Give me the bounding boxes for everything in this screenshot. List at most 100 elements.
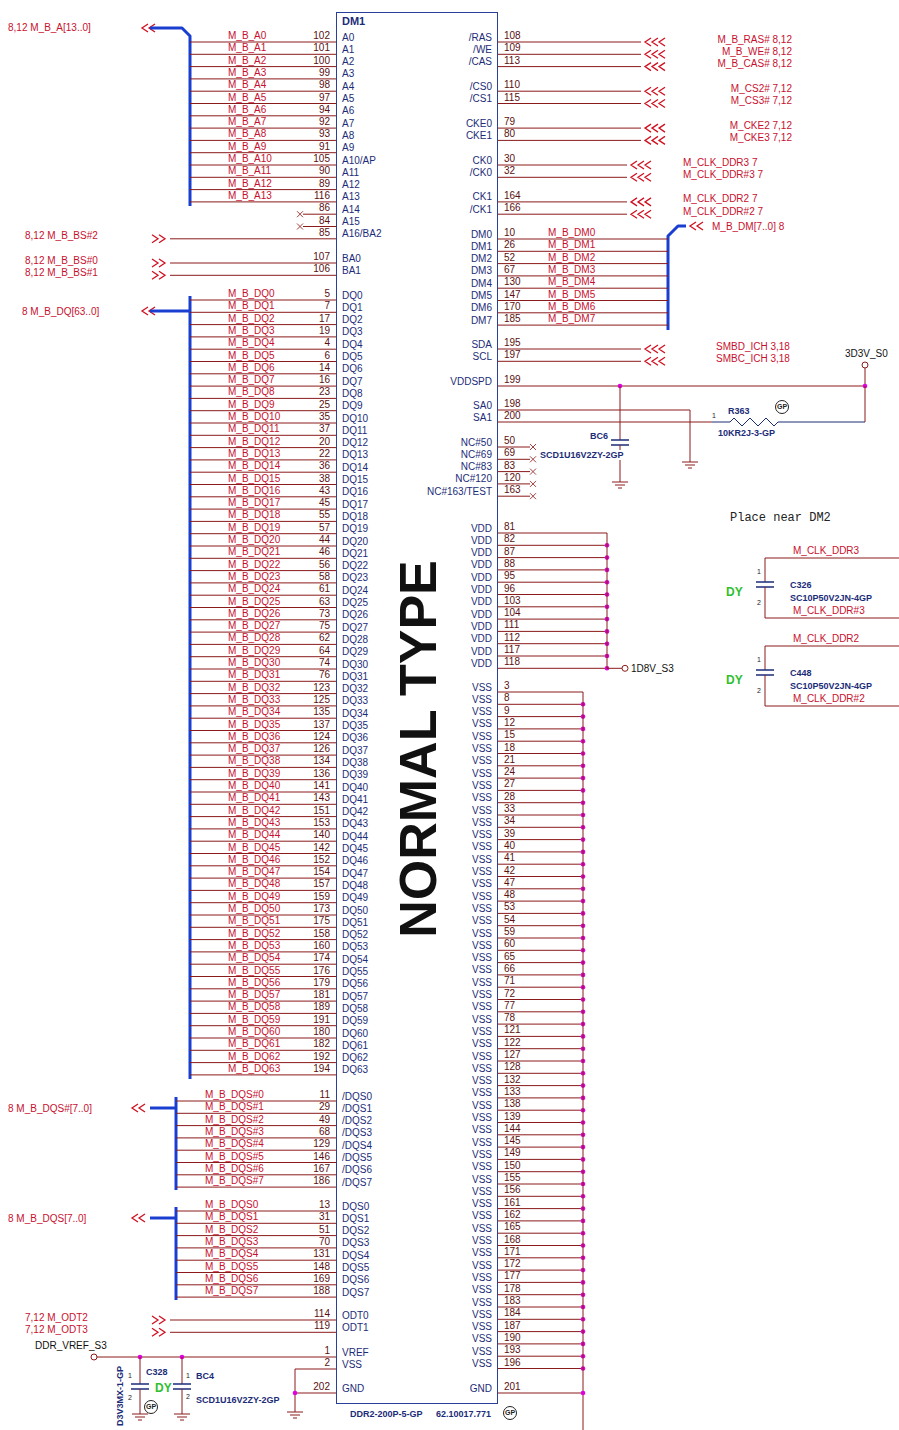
pin-number: 74 (319, 657, 330, 668)
net-label: M_B_DM4 (548, 276, 595, 287)
wire (498, 325, 668, 326)
ref-designator: DM1 (342, 15, 365, 27)
wire (498, 1393, 583, 1394)
pin-number: 33 (504, 803, 515, 814)
pin-name: DQ18 (342, 511, 368, 522)
net-label: M_B_DQ1 (228, 300, 275, 311)
net-label: M_B_DQ62 (228, 1051, 280, 1062)
net-label: M_B_DQS1 (205, 1211, 258, 1222)
pin-number: 19 (319, 325, 330, 336)
net-label: M_B_DQ29 (228, 645, 280, 656)
net-label: M_B_DQ38 (228, 755, 280, 766)
pin-number: 140 (313, 829, 330, 840)
net-label: M_B_DQ15 (228, 473, 280, 484)
pin-name: VDDSPD (450, 376, 492, 387)
pin-number: 156 (504, 1184, 521, 1195)
wire (765, 706, 899, 707)
pin-name: DM7 (471, 315, 492, 326)
pin-name: DQ60 (342, 1028, 368, 1039)
net-label: M_B_A12 (228, 178, 272, 189)
pin-name: CKE0 (466, 118, 492, 129)
pin-number: 195 (504, 337, 521, 348)
port-symbol (690, 222, 703, 230)
pin-name: DQ20 (342, 536, 368, 547)
port-symbol (132, 1214, 145, 1222)
pin-number: 15 (504, 729, 515, 740)
wire (97, 1357, 336, 1358)
net-label: M_B_DQ63 (228, 1063, 280, 1074)
pin-number: 46 (319, 546, 330, 557)
ground-symbol (612, 482, 628, 488)
net-label: M_B_DQ56 (228, 977, 280, 988)
pin-number: 9 (504, 705, 510, 716)
port-symbol (645, 38, 665, 46)
wire (176, 1297, 336, 1298)
pin-name: DQ34 (342, 708, 368, 719)
pin-number: 199 (504, 374, 521, 385)
pin-number: 115 (504, 92, 520, 103)
pin-name: A5 (342, 93, 354, 104)
pin-name: DQ19 (342, 523, 368, 534)
pin-number: 18 (504, 742, 515, 753)
wire (498, 692, 583, 693)
part-label: C328 (146, 1367, 168, 1377)
pin-name: DQ26 (342, 609, 368, 620)
pin-name: DQ49 (342, 892, 368, 903)
net-label: M_B_DQ53 (228, 940, 280, 951)
dy-mark: DY (726, 674, 743, 687)
part-label: C448 (790, 668, 812, 678)
pin-number: 157 (313, 878, 330, 889)
ground-symbol (132, 1414, 148, 1420)
pin-number: 71 (504, 975, 515, 986)
net-label: M_B_DQ60 (228, 1026, 280, 1037)
pin-number: 90 (319, 165, 330, 176)
net-label: M_B_RAS# 8,12 (718, 34, 793, 45)
pin-number: 14 (319, 362, 330, 373)
net-label: M_B_DM0 (548, 227, 595, 238)
pin-name: DQS7 (342, 1287, 369, 1298)
net-label: M_B_DQ8 (228, 386, 275, 397)
pin-name: DQ57 (342, 991, 368, 1002)
net-label: M_B_DQ55 (228, 965, 280, 976)
port-symbol (645, 50, 665, 58)
pin-number: 188 (313, 1285, 330, 1296)
pin-number: 193 (504, 1344, 521, 1355)
pin-name: DQ33 (342, 695, 368, 706)
net-label: M_B_DQ24 (228, 583, 280, 594)
pin-number: 66 (504, 963, 515, 974)
pin-number: 54 (504, 914, 515, 925)
net-label: M_B_DQ21 (228, 546, 280, 557)
pin-number: 198 (504, 398, 521, 409)
pin-number: 11 (320, 1089, 330, 1100)
pin-number: 134 (313, 755, 330, 766)
net-label: M_B_DQS2 (205, 1224, 258, 1235)
net-label: M_B_DQ6 (228, 362, 275, 373)
net-label: M_B_A5 (228, 92, 266, 103)
pin-name: /CS1 (470, 93, 492, 104)
pin-number: 89 (319, 178, 330, 189)
pin-name: /DQS3 (342, 1127, 372, 1138)
pin-number: 177 (504, 1270, 521, 1281)
pin-name: NC#50 (461, 437, 492, 448)
pin-name: NC#69 (461, 449, 492, 460)
pin-name: VSS (472, 805, 492, 816)
pin-name: /RAS (469, 32, 492, 43)
pin-name: A12 (342, 179, 360, 190)
pin-name: DQ39 (342, 769, 368, 780)
net-label: M_B_DQS#4 (205, 1138, 264, 1149)
pin-number: 104 (504, 607, 521, 618)
dy-mark: DY (155, 1382, 172, 1395)
pin-number: 81 (504, 521, 515, 532)
pin-number: 167 (313, 1163, 330, 1174)
part-label: D3V3MX-1-GP (115, 1366, 125, 1426)
pin-number: 63 (319, 596, 330, 607)
pin-name: VDD (471, 572, 492, 583)
pin-name: DQS2 (342, 1225, 369, 1236)
net-label: 8,12 M_B_BS#1 (25, 267, 98, 278)
net-label: M_B_DQ42 (228, 805, 280, 816)
pin-number: 152 (313, 854, 330, 865)
net-label: M_B_DQ50 (228, 903, 280, 914)
pin-name: /DQS1 (342, 1103, 372, 1114)
pin-number: 119 (314, 1320, 330, 1331)
net-label: M_B_DQS#6 (205, 1163, 264, 1174)
